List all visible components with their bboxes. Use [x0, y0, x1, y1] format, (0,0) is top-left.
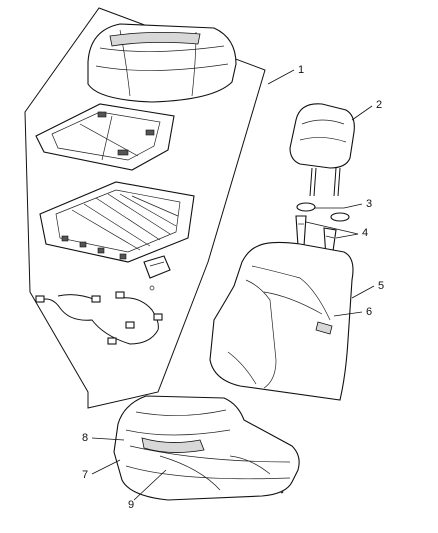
callout-3-leader	[343, 203, 363, 209]
callout-4b-leader	[335, 233, 359, 239]
wire-harness-part	[35, 291, 163, 345]
sensor-module-part	[143, 255, 171, 291]
stray-dot	[280, 490, 284, 494]
callout-3: 3	[366, 198, 372, 210]
cushion-foam-part	[87, 23, 237, 103]
callout-7-leader	[91, 459, 121, 475]
cushion-pan-part	[35, 103, 175, 171]
callout-1: 1	[298, 64, 304, 76]
callout-5: 5	[378, 280, 384, 292]
cushion-frame-part	[39, 181, 195, 263]
callout-1-leader	[267, 69, 295, 85]
headrest-guide-cap-part	[296, 202, 350, 222]
callout-8-leader	[91, 437, 125, 441]
callout-9-leader	[133, 469, 167, 501]
callout-4: 4	[362, 227, 368, 239]
callout-6-leader	[333, 311, 363, 317]
callout-2: 2	[376, 99, 382, 111]
callout-4-leader	[305, 221, 359, 235]
callout-9: 9	[128, 499, 134, 511]
seat-back-part	[209, 241, 354, 401]
callout-5-leader	[351, 285, 375, 299]
callout-7: 7	[82, 469, 88, 481]
component-group-frame	[24, 7, 266, 409]
headrest-part	[289, 103, 355, 197]
callout-6: 6	[366, 306, 372, 318]
callout-2-leader	[351, 105, 373, 121]
seat-cushion-part	[113, 395, 300, 501]
callout-8: 8	[82, 432, 88, 444]
